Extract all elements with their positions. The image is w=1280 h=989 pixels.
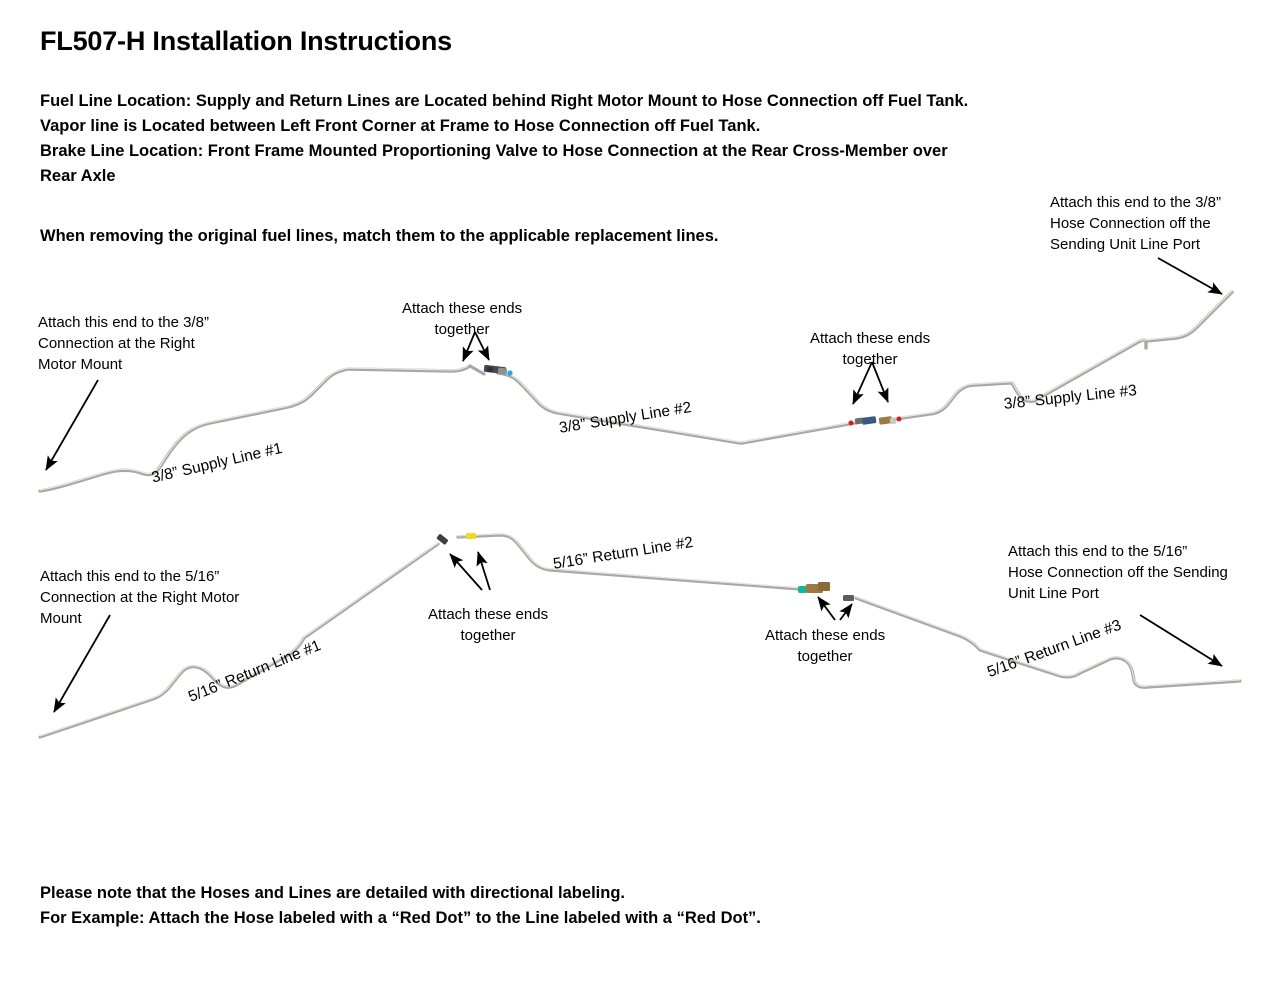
footer-line-2: For Example: Attach the Hose labeled wit… [40, 909, 761, 927]
supply-left-arrow [45, 379, 99, 471]
return-mid2-arrow-left [817, 596, 836, 621]
blue-dot-marker [507, 370, 513, 376]
footer-line-1: Please note that the Hoses and Lines are… [40, 884, 625, 902]
return-junction-2-fitting-left [798, 582, 830, 593]
supply-right-arrow [1157, 257, 1223, 295]
return-line-1-end-fitting [436, 534, 449, 545]
intro-line-3: Brake Line Location: Front Frame Mounted… [40, 142, 948, 160]
teal-dot-marker [798, 586, 807, 593]
supply-mid-callout: Attach these ends together [402, 300, 523, 338]
supply-line-1-tube [38, 364, 472, 493]
return-mid-arrow-left [449, 553, 483, 591]
supply-junction-2-fitting-left [848, 416, 877, 426]
intro-line-4: Rear Axle [40, 167, 116, 185]
red-dot-marker [896, 416, 902, 422]
supply-right-callout: Attach this end to the 3/8” Hose Connect… [1050, 194, 1221, 253]
supply-mid2-arrow-left [852, 361, 873, 405]
match-lines-note: When removing the original fuel lines, m… [40, 227, 719, 245]
return-mid-arrow-right [476, 551, 491, 591]
return-mid2-callout: Attach these ends together [765, 627, 886, 665]
supply-mid-arrow-left [462, 331, 476, 362]
supply-junction-1-fitting [483, 364, 513, 376]
return-mid-callout: Attach these ends together [428, 606, 549, 644]
supply-mid-arrow-right [474, 331, 490, 361]
return-line-3-tube [854, 596, 1242, 689]
supply-mid2-arrow-right [871, 361, 889, 403]
supply-line-1-end-tip [468, 364, 486, 376]
supply-mid2-callout: Attach these ends together [810, 330, 931, 368]
return-line-2-tube [456, 533, 802, 591]
return-right-callout: Attach this end to the 5/16” Hose Connec… [1008, 543, 1228, 602]
red-dot-marker [848, 420, 854, 426]
return-left-callout: Attach this end to the 5/16” Connection … [40, 568, 240, 627]
return-right-arrow [1139, 614, 1223, 667]
supply-left-callout: Attach this end to the 3/8” Connection a… [38, 314, 209, 373]
page-title: FL507-H Installation Instructions [40, 26, 452, 56]
supply-line-3-tube [886, 290, 1234, 422]
intro-text-block: Fuel Line Location: Supply and Return Li… [40, 89, 1220, 189]
intro-line-2: Vapor line is Located between Left Front… [40, 117, 761, 135]
return-mid2-arrow-right [839, 603, 853, 621]
return-junction-2-fitting-right [843, 595, 854, 601]
return-line-1-tube [38, 542, 440, 739]
supply-junction-2-fitting-right [878, 416, 902, 425]
intro-line-1: Fuel Line Location: Supply and Return Li… [40, 92, 969, 110]
footer-note: Please note that the Hoses and Lines are… [40, 881, 761, 931]
return-left-arrow [53, 614, 111, 713]
yellow-dot-marker [466, 533, 476, 539]
